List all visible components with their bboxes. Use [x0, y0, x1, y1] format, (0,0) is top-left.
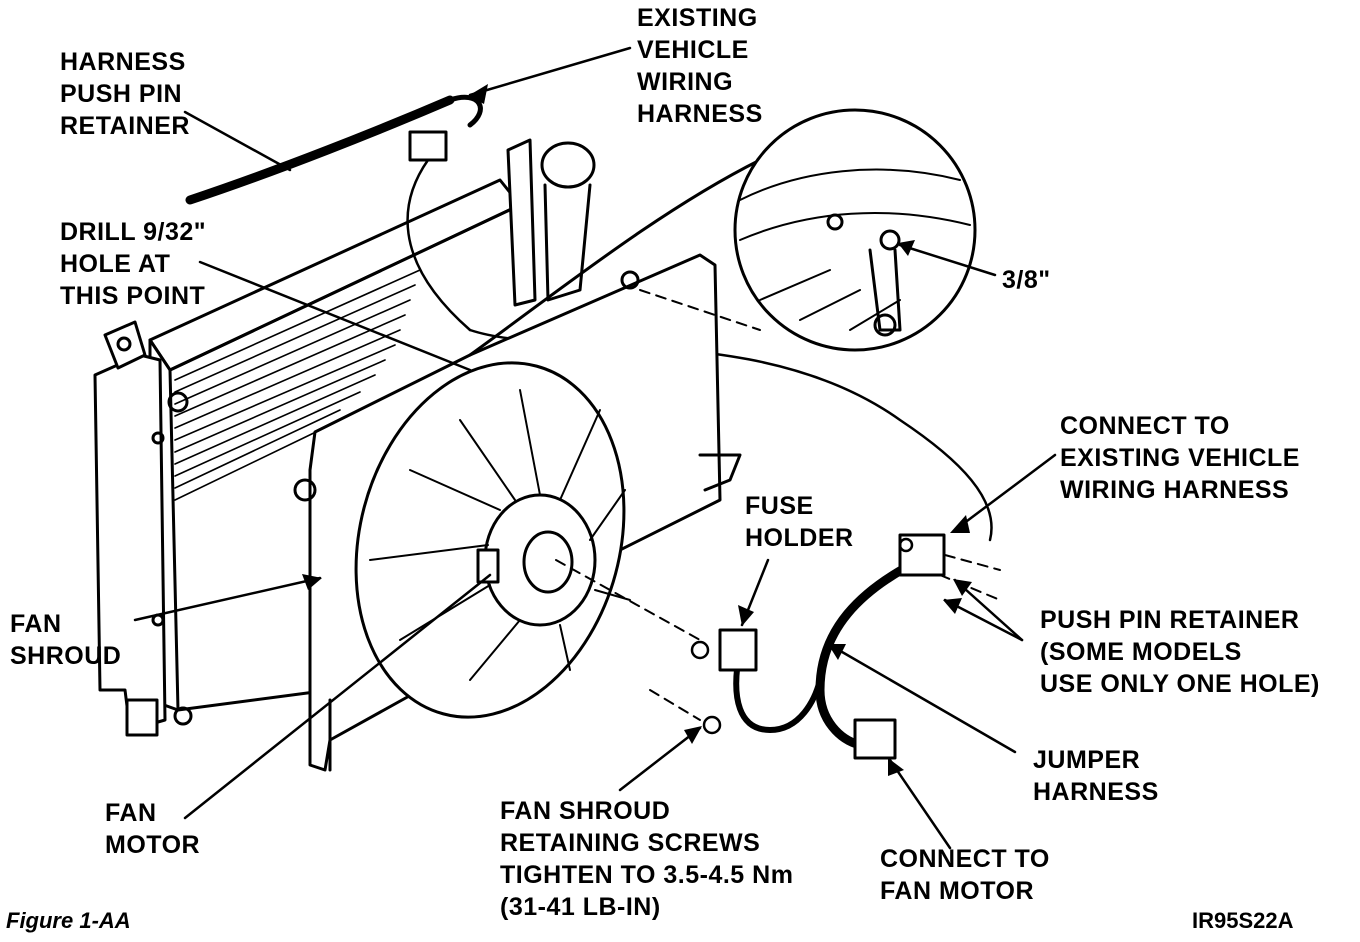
fan-motor-label: FAN MOTOR	[105, 799, 201, 859]
jumper-harness	[690, 533, 946, 760]
alignment-lines	[555, 289, 1001, 721]
existing-harness-label: EXISTING VEHICLE WIRING HARNESS	[637, 4, 763, 128]
connect-existing-harness-label: CONNECT TO EXISTING VEHICLE WIRING HARNE…	[1060, 412, 1300, 504]
dimension-label: 3/8"	[1002, 266, 1051, 294]
harness-push-pin-retainer-label: HARNESS PUSH PIN RETAINER	[60, 48, 190, 140]
detail-inset	[733, 108, 977, 352]
coolant-reservoir	[506, 138, 596, 307]
fan-shroud-label: FAN SHROUD	[10, 610, 122, 670]
figure-caption: Figure 1-AA	[6, 908, 131, 933]
push-pin-retainer-label: PUSH PIN RETAINER (SOME MODELS USE ONLY …	[1040, 606, 1320, 698]
connect-fan-motor-label: CONNECT TO FAN MOTOR	[880, 845, 1050, 905]
arrowheads	[302, 84, 972, 776]
radiator-core	[93, 178, 522, 737]
fuse-holder-label: FUSE HOLDER	[745, 492, 854, 552]
figure-code: IR95S22A	[1192, 908, 1294, 933]
leader-lines	[133, 46, 1057, 850]
drill-hole-label: DRILL 9/32" HOLE AT THIS POINT	[60, 218, 207, 310]
jumper-harness-label: JUMPER HARNESS	[1033, 746, 1159, 806]
existing-vehicle-harness	[185, 94, 993, 542]
fan-shroud-screws-label: FAN SHROUD RETAINING SCREWS TIGHTEN TO 3…	[500, 797, 794, 921]
